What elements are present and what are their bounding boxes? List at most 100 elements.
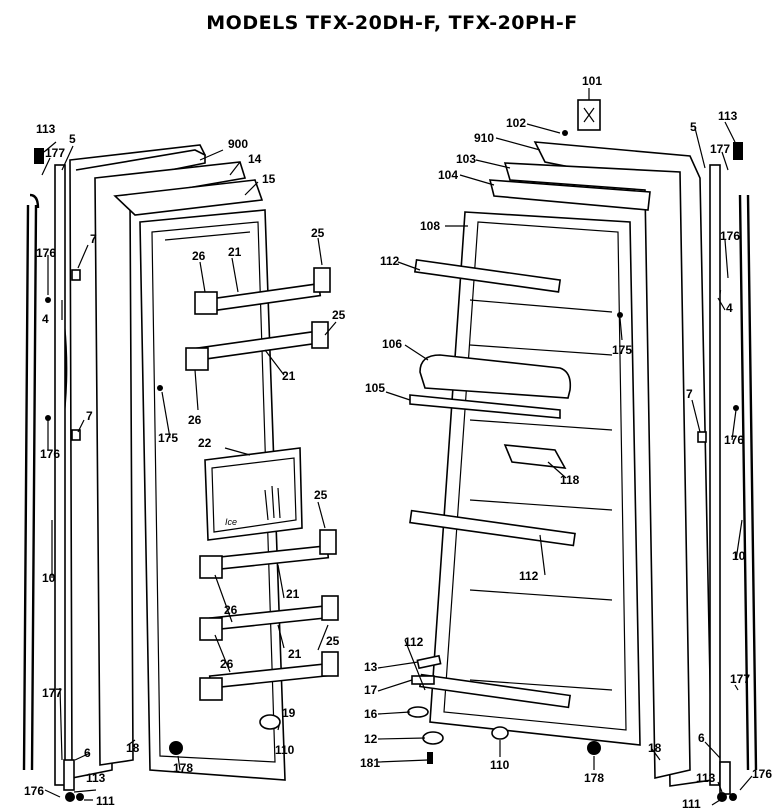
- hinge-cap-113: [729, 793, 737, 801]
- callout-7: 7: [90, 232, 97, 246]
- fresh-food-liner-strip: [488, 179, 651, 211]
- callout-177: 177: [710, 142, 730, 156]
- callout-104: 104: [438, 168, 458, 182]
- callout-113: 113: [36, 122, 56, 136]
- freezer-handle-rail: [22, 204, 38, 771]
- callout-26: 26: [220, 657, 234, 671]
- callout-105: 105: [365, 381, 385, 395]
- callout-178: 178: [584, 771, 604, 785]
- thermostat-detail: [583, 107, 595, 123]
- part-17: [411, 675, 435, 685]
- freezer-trim-strip: [54, 164, 66, 786]
- callout-176: 176: [752, 767, 772, 781]
- callout-176: 176: [36, 246, 56, 260]
- callout-4: 4: [42, 312, 49, 326]
- fresh-food-liner-inner: [443, 221, 627, 731]
- callout-13: 13: [364, 660, 378, 674]
- freezer-shelf-3: [199, 529, 337, 579]
- screw-175: [157, 385, 163, 391]
- callout-112: 112: [519, 569, 539, 583]
- screw-176-mid: [733, 405, 739, 411]
- callout-910: 910: [474, 131, 494, 145]
- callout-18: 18: [126, 741, 140, 755]
- screw-175: [617, 312, 623, 318]
- callout-18: 18: [648, 741, 662, 755]
- callout-19: 19: [282, 706, 296, 720]
- screw-102: [562, 130, 568, 136]
- fresh-food-hinge-cap-top: [733, 142, 743, 160]
- callout-900: 900: [228, 137, 248, 151]
- callout-16: 16: [364, 707, 378, 721]
- screw-176-mid: [45, 415, 51, 421]
- callout-181: 181: [360, 756, 380, 770]
- callout-113: 113: [718, 109, 738, 123]
- callout-106: 106: [382, 337, 402, 351]
- callout-102: 102: [506, 116, 526, 130]
- freezer-handle-top: [29, 193, 40, 209]
- ice-dispenser-panel: Ice: [204, 447, 303, 541]
- part-12: [422, 731, 444, 745]
- handle-mount-7a: [71, 269, 81, 281]
- liner-shelf-ribs: [469, 299, 613, 691]
- liner-top-edge: [164, 231, 251, 241]
- callout-21: 21: [282, 369, 296, 383]
- fresh-food-door-liner: [429, 211, 641, 746]
- bottom-hinge-6: [63, 759, 75, 791]
- callout-15: 15: [262, 172, 276, 186]
- fresh-food-callouts: 101 102 910 103 104 108 112 5 113 177 17…: [360, 74, 772, 811]
- freezer-door-assembly: Ice: [22, 122, 346, 808]
- callout-178: 178: [173, 761, 193, 775]
- callout-26: 26: [224, 603, 238, 617]
- fresh-food-trim-strip: [709, 164, 721, 786]
- callout-25: 25: [332, 308, 346, 322]
- part-110: [259, 714, 281, 730]
- callout-176: 176: [720, 229, 740, 243]
- freezer-shelf-2: [185, 321, 329, 371]
- callout-6: 6: [698, 731, 705, 745]
- callout-176: 176: [724, 433, 744, 447]
- callout-17: 17: [364, 683, 378, 697]
- bushing-111: [717, 792, 727, 802]
- bushing-111: [76, 793, 84, 801]
- dispenser-brand-text: Ice: [225, 517, 237, 527]
- callout-110: 110: [490, 758, 510, 772]
- handle-mount-7b: [71, 429, 81, 441]
- callout-177: 177: [730, 672, 750, 686]
- cap-178: [169, 741, 183, 755]
- callout-5: 5: [69, 132, 76, 146]
- freezer-liner-strip: [113, 179, 264, 216]
- freezer-hinge-cap-top: [34, 148, 44, 164]
- callout-112: 112: [404, 635, 424, 649]
- door-bar-112-top: [413, 258, 562, 293]
- callout-175: 175: [612, 343, 632, 357]
- callout-25: 25: [311, 226, 325, 240]
- hinge-cap-bottom: [65, 792, 75, 802]
- screw-181: [427, 752, 433, 764]
- door-bar-112-mid: [409, 509, 576, 547]
- callout-177: 177: [42, 686, 62, 700]
- callout-111: 111: [96, 794, 115, 808]
- callout-110: 110: [275, 743, 295, 757]
- egg-tray: [503, 444, 567, 469]
- part-110: [491, 726, 509, 740]
- callout-7: 7: [86, 409, 93, 423]
- handle-mount-7: [697, 431, 707, 443]
- callout-175: 175: [158, 431, 178, 445]
- callout-176: 176: [40, 447, 60, 461]
- callout-26: 26: [188, 413, 202, 427]
- diagram-title: MODELS TFX-20DH-F, TFX-20PH-F: [206, 12, 578, 34]
- callout-111: 111: [682, 797, 701, 811]
- callout-26: 26: [192, 249, 206, 263]
- callout-10: 10: [732, 549, 746, 563]
- fresh-food-door-assembly: 101 102 910 103 104 108 112 5 113 177 17…: [360, 74, 772, 811]
- callout-10: 10: [42, 571, 56, 585]
- callout-21: 21: [288, 647, 302, 661]
- fresh-food-gasket: [503, 162, 691, 779]
- freezer-shelf-5: [199, 651, 339, 701]
- freezer-liner-inner: [151, 221, 276, 763]
- part-16: [407, 706, 429, 718]
- callout-113: 113: [696, 771, 716, 785]
- fresh-food-handle-rail: [738, 194, 758, 771]
